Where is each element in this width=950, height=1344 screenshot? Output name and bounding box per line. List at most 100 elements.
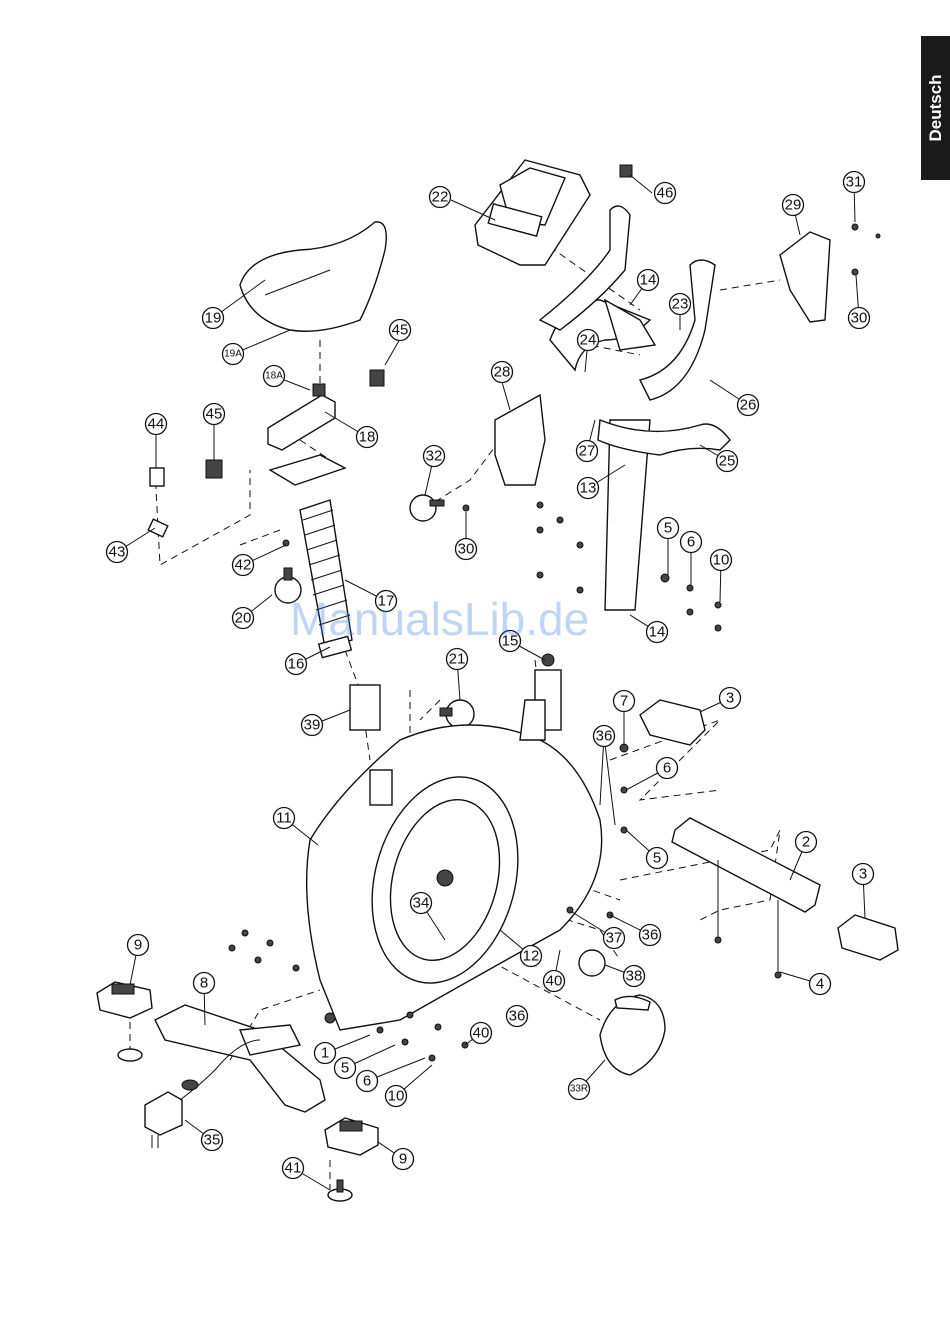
callout-16: 16	[286, 654, 307, 675]
callout-label: 45	[206, 406, 223, 423]
callout-label: 43	[109, 544, 126, 561]
callout-label: 25	[719, 453, 736, 470]
cover-28	[495, 395, 545, 485]
callout-22: 22	[430, 187, 451, 208]
callout-label: 29	[785, 197, 802, 214]
callout-label: 10	[388, 1088, 405, 1105]
callout-36-lower: 36	[507, 1006, 528, 1027]
bolt-7	[620, 744, 628, 752]
callout-37: 37	[604, 928, 625, 949]
callout-label: 14	[649, 624, 666, 641]
seat-slider	[268, 384, 335, 450]
knob-21	[440, 700, 474, 728]
callout-18: 18	[357, 427, 378, 448]
callout-25: 25	[717, 451, 738, 472]
plate-43	[148, 519, 168, 537]
callout-6-lower: 6	[357, 1071, 378, 1092]
callout-label: 19	[205, 310, 222, 327]
end-cap-3-bottom	[838, 915, 898, 960]
callout-label: 5	[664, 520, 672, 537]
callout-46: 46	[655, 183, 676, 204]
callout-label: 40	[473, 1025, 490, 1042]
callout-label: 18A	[265, 371, 283, 382]
callout-2: 2	[796, 832, 817, 853]
callout-label: 18	[359, 429, 376, 446]
callout-27: 27	[577, 441, 598, 462]
callout-label: 6	[687, 534, 695, 551]
callout-26: 26	[738, 395, 759, 416]
bracket-39	[350, 685, 380, 730]
callout-42: 42	[233, 555, 254, 576]
callout-36-top: 36	[594, 726, 615, 747]
callout-43: 43	[107, 542, 128, 563]
callout-label: 5	[341, 1060, 349, 1077]
callout-label: 2	[802, 834, 810, 851]
callout-29: 29	[783, 195, 804, 216]
callout-18a: 18A	[264, 366, 285, 387]
callout-45-left: 45	[204, 404, 225, 425]
callout-11: 11	[274, 808, 295, 829]
callout-label: 1	[321, 1045, 329, 1062]
callout-label: 22	[432, 189, 449, 206]
pulse-holder-29	[780, 232, 830, 322]
callout-39: 39	[302, 715, 323, 736]
end-cap-3-top	[640, 700, 705, 745]
callout-35: 35	[202, 1130, 223, 1151]
callout-label: 36	[596, 728, 613, 745]
callout-28: 28	[492, 362, 513, 383]
callout-38: 38	[624, 966, 645, 987]
callout-label: 14	[640, 272, 657, 289]
callout-40-mid: 40	[544, 971, 565, 992]
callout-label: 28	[494, 364, 511, 381]
callout-34: 34	[411, 893, 432, 914]
callout-label: 4	[816, 976, 824, 993]
cap-45-right	[370, 370, 384, 386]
callout-3-top: 3	[720, 688, 741, 709]
callout-label: 10	[713, 552, 730, 569]
callout-label: 27	[579, 443, 596, 460]
callout-21: 21	[447, 649, 468, 670]
callout-5-lower: 5	[335, 1058, 356, 1079]
callout-41: 41	[283, 1158, 304, 1179]
callout-label: 32	[426, 448, 443, 465]
callout-label: 9	[399, 1151, 407, 1168]
callout-3-bottom: 3	[853, 864, 874, 885]
callout-30-right: 30	[849, 308, 870, 329]
callout-label: 34	[413, 895, 430, 912]
callout-label: 37	[606, 930, 623, 947]
callout-label: 41	[285, 1160, 302, 1177]
callout-label: 5	[653, 850, 661, 867]
front-stabilizer	[155, 1005, 325, 1112]
callout-14-lower: 14	[647, 622, 668, 643]
handlebar-assembly	[540, 206, 730, 610]
callout-label: 24	[580, 332, 597, 349]
callout-label: 30	[851, 310, 868, 327]
callout-label: 9	[134, 937, 142, 954]
callout-32: 32	[424, 446, 445, 467]
callout-10-upper: 10	[711, 550, 732, 571]
callout-19a: 19A	[223, 344, 244, 365]
callout-24: 24	[578, 330, 599, 351]
callout-4: 4	[810, 974, 831, 995]
computer-display	[475, 160, 590, 265]
callout-label: 8	[200, 975, 208, 992]
watermark: ManualsLib.de	[290, 592, 589, 646]
callout-label: 38	[626, 968, 643, 985]
callout-33r: 33R	[569, 1079, 590, 1100]
callout-31: 31	[844, 172, 865, 193]
callout-label: 40	[546, 973, 563, 990]
callout-7: 7	[614, 691, 635, 712]
callout-label: 31	[846, 174, 863, 191]
callout-label: 12	[523, 948, 540, 965]
ring-38	[579, 950, 605, 976]
callout-label: 44	[148, 416, 165, 433]
callout-9-right: 9	[393, 1149, 414, 1170]
callout-19: 19	[203, 308, 224, 329]
callout-label: 16	[288, 656, 305, 673]
callout-label: 46	[657, 185, 674, 202]
pedal-33r	[600, 995, 665, 1075]
callout-44: 44	[146, 414, 167, 435]
callout-20: 20	[233, 608, 254, 629]
callout-23: 23	[670, 294, 691, 315]
